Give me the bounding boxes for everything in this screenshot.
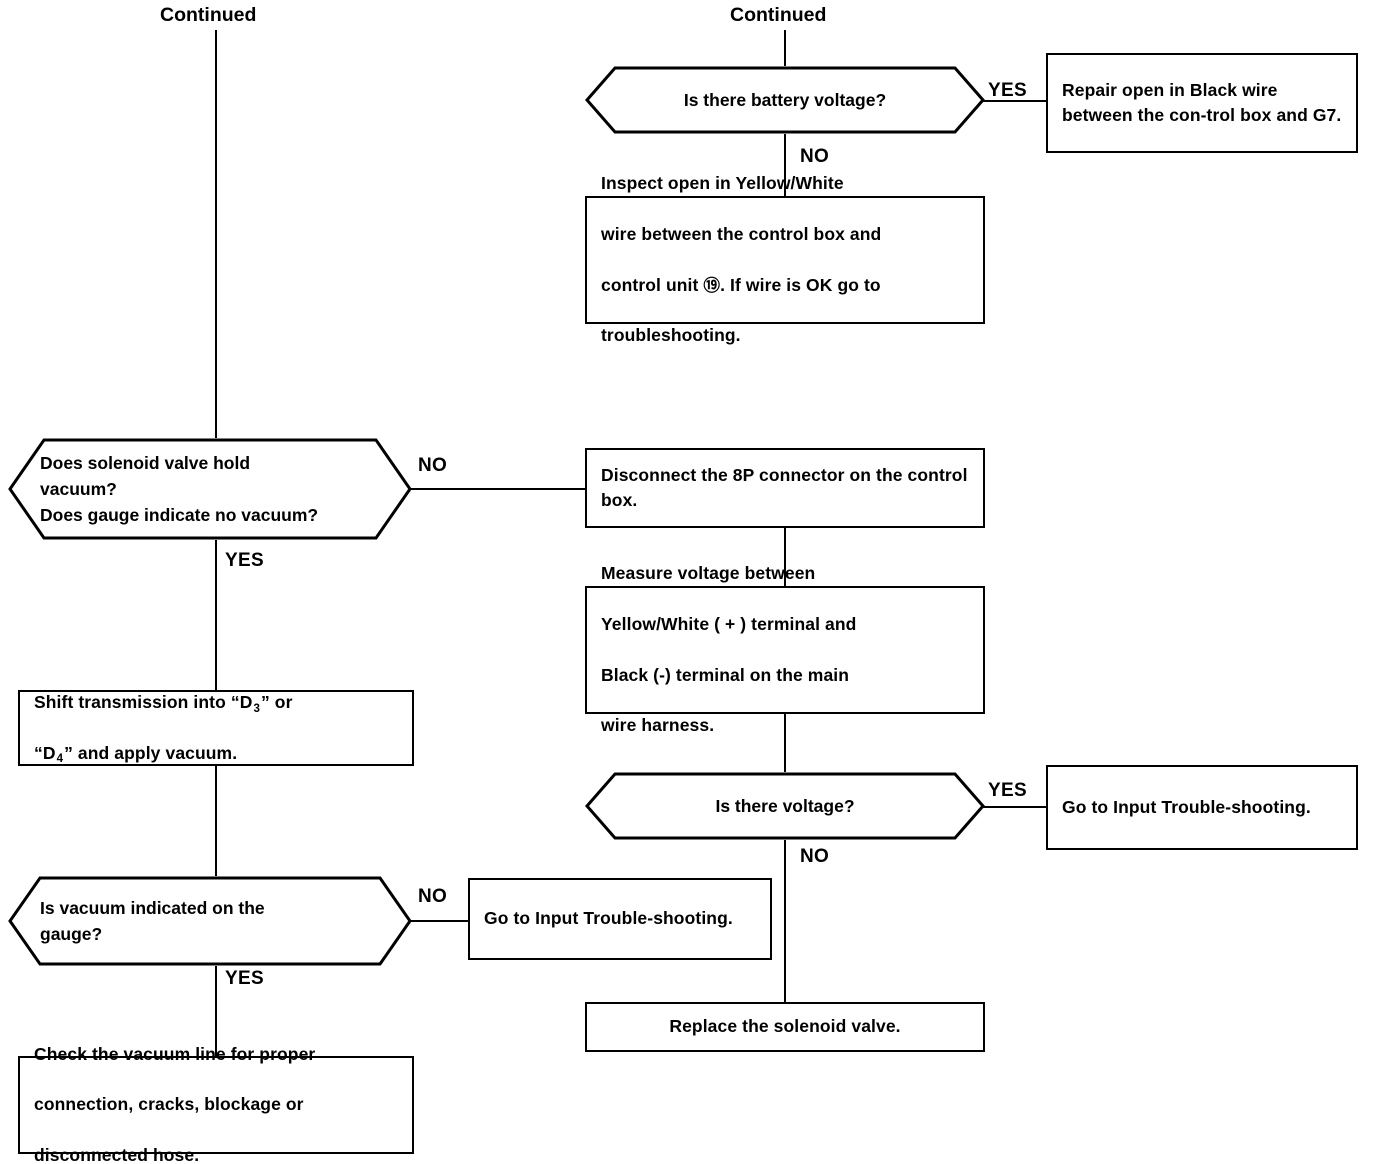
process-go-to-input-troubleshooting-left: Go to Input Trouble-shooting. — [468, 878, 772, 960]
branch-label-solenoid-yes: YES — [225, 550, 264, 571]
inspect-line1: Inspect open in Yellow/White — [601, 173, 844, 194]
shift-line2-b: ” and apply vacuum. — [64, 742, 238, 763]
decision-battery-voltage: Is there battery voltage? — [585, 66, 985, 134]
shift-line2-a: “D — [34, 742, 56, 763]
connector-solenoid-yes-to-shift — [215, 540, 217, 690]
check-line1: Check the vacuum line for proper — [34, 1043, 316, 1064]
inspect-line3-b: . If wire is OK go to — [720, 274, 881, 295]
inspect-line2: wire between the control box and — [601, 223, 882, 244]
process-disconnect-8p-connector: Disconnect the 8P connector on the contr… — [585, 448, 985, 528]
connector-right-continued-to-battery — [784, 30, 786, 66]
connector-battery-no-to-inspect — [784, 134, 786, 196]
check-line2: connection, cracks, blockage or — [34, 1094, 304, 1115]
process-repair-black-wire: Repair open in Black wire between the co… — [1046, 53, 1358, 153]
connector-left-continued-to-solenoid — [215, 30, 217, 438]
process-go-to-input-troubleshooting-right: Go to Input Trouble-shooting. — [1046, 765, 1358, 850]
connector-battery-yes-to-repair — [983, 100, 1048, 102]
inspect-line3-a: control unit — [601, 274, 704, 295]
branch-label-gauge-no: NO — [418, 886, 448, 907]
connector-solenoid-no-to-disconnect — [410, 488, 587, 490]
connector-gauge-no-to-input-ts — [410, 920, 470, 922]
shift-line1-a: Shift transmission into “D — [34, 691, 253, 712]
measure-line3: Black (-) terminal on the main — [601, 664, 850, 685]
decision-solenoid-line1: Does solenoid valve hold — [40, 452, 251, 473]
branch-label-voltage-yes: YES — [988, 780, 1027, 801]
decision-vacuum-indicated: Is vacuum indicated on the gauge? — [8, 876, 412, 966]
decision-gauge-line1: Is vacuum indicated on the — [40, 897, 265, 918]
repair-black-wire-text: Repair open in Black wire between the co… — [1062, 79, 1342, 125]
process-measure-voltage: Measure voltage between Yellow/White ( +… — [585, 563, 985, 735]
replace-solenoid-text: Replace the solenoid valve. — [669, 1016, 901, 1037]
inspect-line4: troubleshooting. — [601, 325, 741, 346]
measure-line1: Measure voltage between — [601, 563, 816, 584]
decision-is-there-voltage: Is there voltage? — [585, 772, 985, 840]
continued-label-right: Continued — [730, 4, 827, 26]
decision-solenoid-line2: vacuum? — [40, 478, 117, 499]
connector-gauge-yes-to-check-line — [215, 966, 217, 1056]
connector-disconnect-to-measure — [784, 528, 786, 586]
measure-line2: Yellow/White ( + ) terminal and — [601, 613, 857, 634]
go-to-input-ts-right-text: Go to Input Trouble-shooting. — [1062, 796, 1311, 817]
branch-label-gauge-yes: YES — [225, 968, 264, 989]
connector-voltage-no-to-replace — [784, 840, 786, 1002]
decision-battery-text: Is there battery voltage? — [683, 89, 887, 110]
shift-line1-b: ” or — [260, 691, 293, 712]
continued-label-left: Continued — [160, 4, 257, 26]
decision-voltage-text: Is there voltage? — [715, 795, 855, 816]
measure-line4: wire harness. — [601, 715, 715, 736]
process-replace-solenoid-valve: Replace the solenoid valve. — [585, 1002, 985, 1052]
branch-label-solenoid-no: NO — [418, 455, 448, 476]
connector-voltage-yes-to-input-ts — [983, 806, 1048, 808]
connector-measure-to-voltage-q — [784, 714, 786, 772]
disconnect-8p-text: Disconnect the 8P connector on the contr… — [601, 464, 968, 510]
connector-shift-to-gauge — [215, 766, 217, 876]
decision-gauge-line2: gauge? — [40, 924, 103, 944]
check-line3: disconnected hose. — [34, 1145, 200, 1164]
circled-number-icon: ⑲ — [703, 275, 721, 295]
process-check-vacuum-line: Check the vacuum line for proper connect… — [18, 1044, 414, 1164]
branch-label-battery-no: NO — [800, 146, 830, 167]
decision-solenoid-line3: Does gauge indicate no vacuum? — [40, 505, 319, 526]
decision-solenoid-hold-vacuum: Does solenoid valve hold vacuum? Does ga… — [8, 438, 412, 540]
process-shift-transmission: Shift transmission into “D3” or “D4” and… — [18, 690, 414, 766]
process-inspect-yellow-white-wire: Inspect open in Yellow/White wire betwee… — [585, 173, 985, 345]
branch-label-voltage-no: NO — [800, 846, 830, 867]
branch-label-battery-yes: YES — [988, 80, 1027, 101]
shift-line2-subscript: 4 — [56, 753, 64, 766]
shift-line1-subscript: 3 — [253, 702, 260, 715]
go-to-input-ts-left-text: Go to Input Trouble-shooting. — [484, 908, 733, 929]
